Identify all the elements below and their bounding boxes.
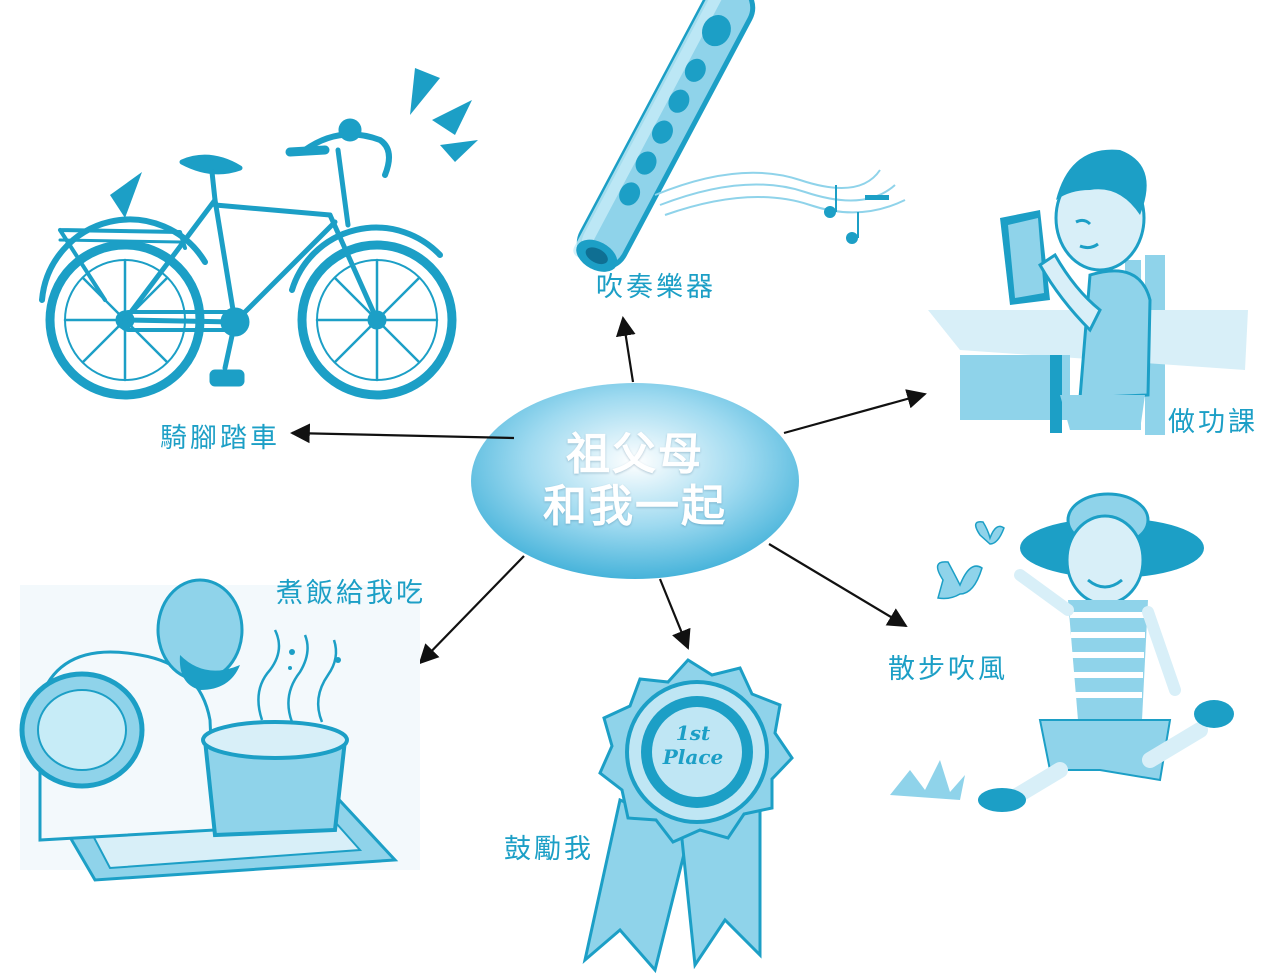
arrow-to-encourage [658,578,691,650]
ribbon-text-line1: 1st [676,721,711,745]
center-title-line1: 祖父母 [566,429,704,481]
center-title: 祖父母 和我一起 [470,382,800,580]
label-homework-text: 做功課 [1168,407,1258,438]
bicycle-illustration [39,68,478,400]
walking-illustration [890,492,1234,812]
ribbon-illustration: 1st Place [582,658,794,974]
center-node [471,383,799,579]
arrow-to-cook [418,555,525,665]
flute-illustration [573,0,906,272]
ribbon-text-line2: Place [662,745,724,769]
arrow-to-walk [768,543,908,628]
arrow-to-bike [290,423,515,444]
cooking-illustration [19,578,420,882]
label-encourage-text: 鼓勵我 [504,834,594,865]
label-bike-text: 騎腳踏車 [160,423,280,454]
homework-illustration [928,149,1248,435]
arrow-to-homework [783,389,927,435]
label-walk-text: 散步吹風 [888,654,1008,685]
arrow-to-flute [615,316,636,383]
center-title-line2: 和我一起 [543,481,727,532]
label-flute-text: 吹奏樂器 [596,272,716,303]
arrows [290,316,927,665]
label-cook-text: 煮飯給我吃 [276,578,426,609]
